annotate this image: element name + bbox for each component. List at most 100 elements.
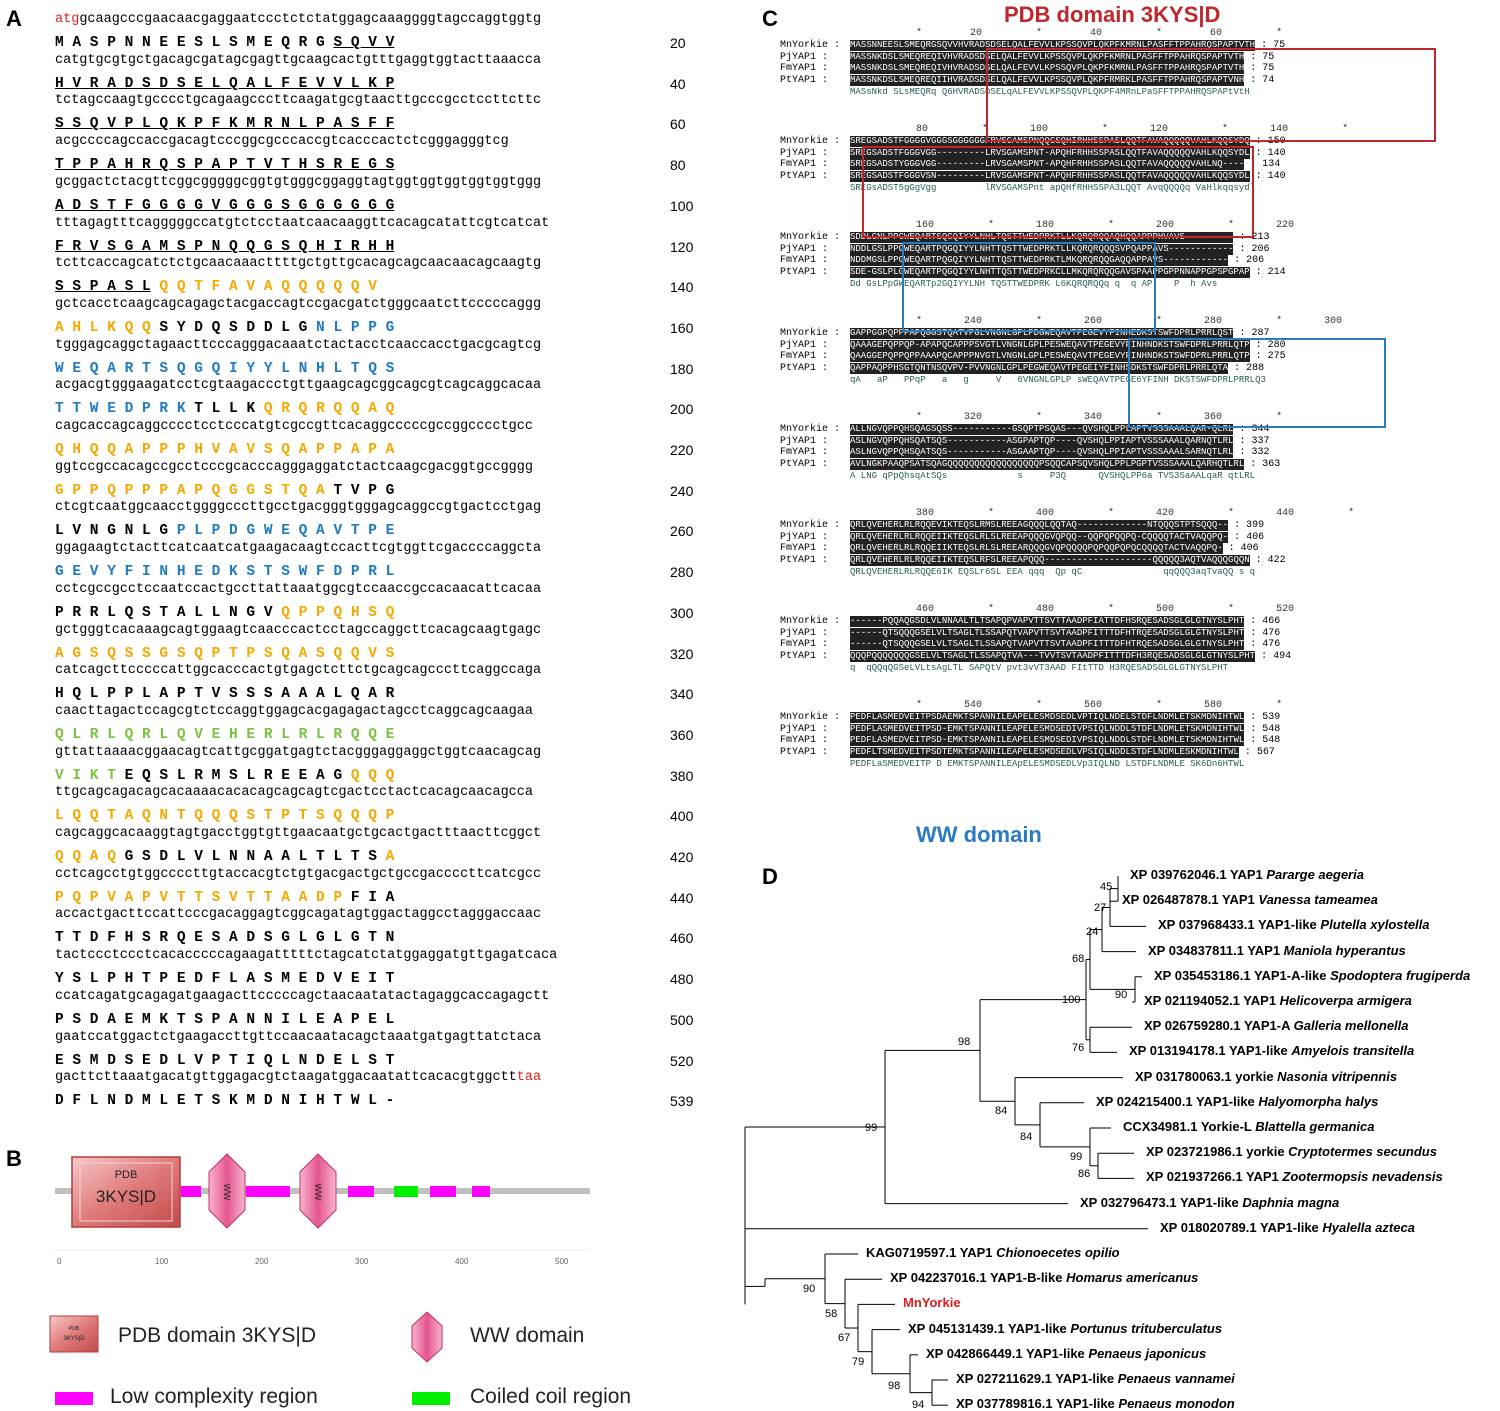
aligned-sequence: ------PQQAQGSDLVLNNAALTLTSAPQPVAPVTTSVTT… [850,616,1245,627]
alignment-row: PjYAP1 :QRLQVEHERLRLRQQEIIKTEQSLRLSLREEA… [780,531,1264,543]
ww-glyph: WW [222,1184,232,1201]
aligned-sequence: ASLNGVQPPQHSQATSQS-----------ASGAAPTQP--… [850,447,1234,458]
residue-number: 20 [670,35,686,51]
leaf-species: Zootermopsis nevadensis [1282,1169,1443,1185]
nucleotide-line: gttattaaaacggaacagtcattgcggatgagtctacggg… [55,745,541,760]
nucleotide-line: gacttcttaaatgacatgttggagacgtctaagatggaca… [55,1070,541,1085]
leaf-species: Chionoecetes opilio [996,1245,1120,1260]
sequence-name: PjYAP1 : [780,147,829,159]
sequence-row: cctcagcctgtggccccttgtaccacgtctgtgacgactg… [55,867,715,917]
nucleotide-seq: cctcgccgcctccaatccactgccttattaaatggcgtcc… [55,581,542,597]
amino-acid-segment: W E Q A R T S Q G Q I Y Y L N H L T Q S [55,360,395,377]
amino-acid-line: P Q P V A P V T T S V T T A A D P F I A [55,890,394,906]
leaf-species: Spodoptera frugiperda [1330,967,1471,983]
tree-leaf-label: XP 024215400.1 YAP1-like Halyomorpha hal… [1096,1094,1378,1109]
sequence-name: MnYorkie : [780,136,841,147]
amino-acid-segment: D F L N D M L E T S K M D N I H T W L - [55,1093,395,1110]
sequence-row: acgacgtgggaagatcctcgtaagaccctgttgaagcagc… [55,378,715,428]
bootstrap-value: 98 [958,1036,971,1049]
legend-ww-label: WW domain [470,1324,585,1347]
amino-acid-segment: G S D L V L N N A A L T L T S [115,849,386,865]
aligned-sequence: SREGSADSTFGGGVGG---------LRVSGAMSPNT-APQ… [850,147,1250,159]
aligned-sequence: ------QTSQQQGSELVLTSAGLTLSSAPQTVAPVTTSVT… [850,639,1245,650]
panel-letter-c: C [762,6,778,31]
panel-letter-a: A [6,6,22,31]
leaf-accession: XP 037789816.1 YAP1-like [956,1396,1119,1411]
bootstrap-value: 76 [1072,1041,1085,1054]
leaf-species: Hyalella azteca [1322,1219,1415,1235]
sequence-name: MnYorkie : [780,232,841,243]
residue-number: 180 [670,360,694,377]
alignment-row: PjYAP1 :ASLNGVQPPQHSQATSQS-----------ASG… [780,435,1269,447]
nucleotide-line: ccatcagatgcagagatgaagacttcccccagctaacaat… [55,989,549,1004]
tree-leaf-label: XP 031780063.1 yorkie Nasonia vitripenni… [1135,1069,1397,1084]
leaf-accession: XP 018020789.1 YAP1-like [1160,1219,1323,1235]
alignment-row: MnYorkie :------PQQAQGSDLVLNNAALTLTSAPQP… [780,616,1280,627]
aligned-sequence: PEDFLASMEDVEITPSDAEMKTSPANNILEAPELESMDSE… [850,712,1245,723]
amino-acid-line: G E V Y F I N H E D K S T S W F D P R L [55,564,394,580]
tree-leaf-label: XP 035453186.1 YAP1-A-like Spodoptera fr… [1154,968,1470,983]
aligned-sequence: PEDFLASMEDVEITPSD-EMKTSPANNILEAPELESMDSE… [850,735,1245,746]
alignment-row: PtYAP1 :SDE-GSLPLGWEQARTPQGQIYYLNHTTQSTT… [780,266,1286,278]
sequence-name: FmYAP1 : [780,159,829,170]
amino-acid-line: Q H Q Q A P P P H V A V S Q A P P A P A [55,442,394,458]
alignment-row: PtYAP1 :QRLQVEHERLRLRQQEIIKTEQSLRFSLREEA… [780,554,1286,566]
scale-tick: 0 [57,1257,62,1266]
nucleotide-seq: caacttagactccagcgtctccaggtggagcacgagagac… [55,703,533,719]
amino-acid-segment: S S Q V P L Q K P F K M R N L P A S F F [55,116,395,133]
aligned-sequence: SREGSADSTFGGGVSN---------LRVSGAMSPNT-APQ… [850,170,1250,182]
amino-acid-line: Y S L P H T P E D F L A S M E D V E I T [55,971,394,987]
alignment-row: PjYAP1 :MASSNKDSLSMEQREQIVHVRADSDSELQALF… [780,51,1274,63]
leaf-accession: XP 027211629.1 YAP1-like [956,1371,1118,1386]
amino-acid-segment: F I A [342,889,395,906]
aligned-sequence: SREGSADSTYGGGVGG---------LRVSGAMSPNT-APQ… [850,159,1245,170]
codon-highlight: taa [516,1070,542,1086]
amino-acid-segment: Q H Q Q A P P P H V A V S Q A P P A P A [55,442,395,458]
bootstrap-value: 45 [1100,880,1113,893]
leaf-species: Penaeus vannamei [1117,1371,1235,1386]
sequence-row: tgggagcaggctagaacttcccagggacaaatctactacc… [55,338,715,388]
amino-acid-segment: Q Q Q [350,767,395,784]
amino-acid-segment: Y S L P H T P E D F L A S M E D V E I T [55,971,395,988]
tree-leaf-label: XP 034837811.1 YAP1 Maniola hyperantus [1148,943,1406,958]
sequence-name: PtYAP1 : [780,458,829,470]
aligned-sequence: MASSNKDSLSMEQREQIVHVRADSDSELQALFEVVLKPSS… [850,51,1245,63]
aligned-sequence: QRLQVEHERLRLRQQEIIKTEQSLRLSLREEAPQQQGVQP… [850,531,1229,543]
sequence-end-number: : 206 [1228,255,1265,266]
sequence-row: ccatcagatgcagagatgaagacttcccccagctaacaat… [55,989,715,1039]
sequence-name: PtYAP1 : [780,74,829,86]
nucleotide-seq: tactccctccctcacacccccagaagatttttctagcatc… [55,948,558,964]
tree-leaf-label: XP 037968433.1 YAP1-like Plutella xylost… [1158,917,1430,932]
panel-a: A atggcaagcccgaacaacgaggaatccctctctatgga… [0,0,720,1110]
sequence-end-number: : 140 [1249,147,1286,159]
nucleotide-line: ttgcagcagacagcacaaaacacacagcagcagtcgactc… [55,785,533,800]
nucleotide-line: catcagcttcccccattggcacccactgtgagctcttctg… [55,663,541,678]
leaf-species: Blattella germanica [1255,1119,1375,1134]
sequence-end-number: : 476 [1244,639,1281,650]
residue-number: 260 [670,523,694,540]
tree-leaf-label: XP 013194178.1 YAP1-like Amyelois transi… [1129,1043,1414,1058]
leaf-species: Helicoverpa armigera [1279,993,1412,1008]
leaf-species: Nasonia vitripennis [1277,1068,1398,1084]
aligned-sequence: PEDFLTSMEDVEITPSDTEMKTSPANNILEAPELESMDSE… [850,746,1239,758]
sequence-name: PtYAP1 : [780,746,829,758]
amino-acid-line: F R V S G A M S P N Q Q G S Q H I R H H [55,239,394,255]
alignment-row: MnYorkie :MASSNNEESLSMEQRGSQVVHVRADSDSEL… [780,40,1285,51]
tree-leaf-label: XP 027211629.1 YAP1-like Penaeus vanname… [956,1371,1235,1386]
tree-leaf-label: XP 026487878.1 YAP1 Vanessa tameamea [1122,892,1378,907]
aligned-sequence: ------QTSQQQGSELVLTSAGLTLSSAPQTVAPVTTSVT… [850,627,1245,639]
scale-tick: 300 [355,1257,369,1266]
amino-acid-segment: A G S Q S S G S Q P T P S Q A S Q Q V S [55,645,395,662]
leaf-accession: XP 032796473.1 YAP1-like [1080,1194,1243,1210]
alignment-row: PjYAP1 :------QTSQQQGSELVLTSAGLTLSSAPQTV… [780,627,1280,639]
sequence-name: PjYAP1 : [780,723,829,735]
amino-acid-line: H Q L P P L A P T V S S S A A A L Q A R [55,686,394,702]
alignment-row: FmYAP1 :ASLNGVQPPQHSQATSQS-----------ASG… [780,447,1269,458]
amino-acid-segment: S Q V V [333,35,395,51]
nucleotide-seq: catcagcttcccccattggcacccactgtgagctcttctg… [55,663,542,679]
nucleotide-seq: gcggactctacgttcggcgggggcggtgtgggcggaggta… [55,174,542,190]
nucleotide-seq: gacttcttaaatgacatgttggagacgtctaagatggaca… [55,1070,517,1086]
amino-acid-line: M A S P N N E E S L S M E Q R G S Q V V [55,35,394,51]
amino-acid-line: A G S Q S S G S Q P T P S Q A S Q Q V S [55,646,394,662]
